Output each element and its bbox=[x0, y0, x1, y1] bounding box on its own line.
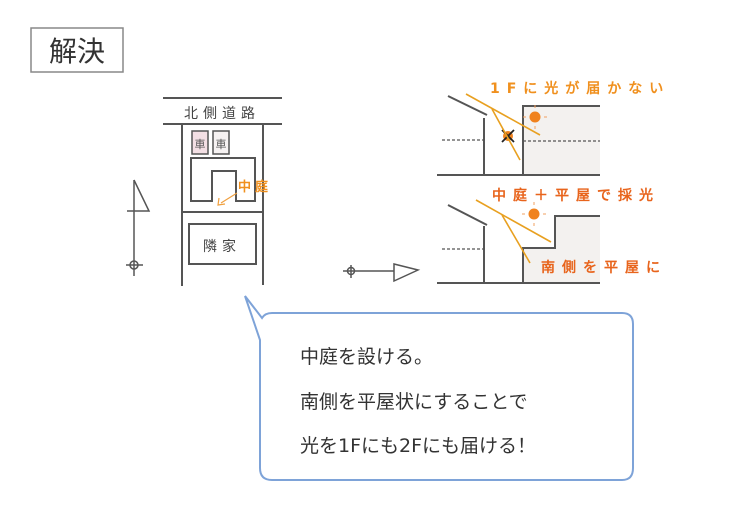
sun-icon bbox=[523, 105, 547, 129]
site-plan bbox=[163, 97, 282, 286]
north-arrow-icon bbox=[126, 179, 151, 276]
light-rays bbox=[475, 199, 552, 264]
north-arrow-icon-2 bbox=[343, 263, 421, 283]
bubble-line-1: 中庭を設ける。 bbox=[300, 346, 433, 368]
title-box: 解決 bbox=[30, 27, 124, 73]
car-2 bbox=[212, 130, 230, 155]
speech-bubble bbox=[244, 295, 634, 481]
car-1 bbox=[191, 130, 209, 155]
bubble-line-2: 南側を平屋状にすることで bbox=[300, 391, 528, 413]
title: 解決 bbox=[49, 35, 105, 68]
car-label-1: 車 bbox=[195, 137, 206, 151]
section-bottom-caption: 中庭＋平屋で採光 bbox=[492, 187, 660, 204]
road-label: 北側道路 bbox=[184, 106, 260, 122]
section-bottom-note: 南側を平屋に bbox=[541, 259, 667, 276]
car-label-2: 車 bbox=[216, 137, 227, 151]
light-rays bbox=[465, 93, 541, 161]
sun-icon bbox=[522, 202, 546, 226]
bubble-line-3: 光を1Fにも2Fにも届ける！ bbox=[300, 435, 536, 457]
courtyard-arrow bbox=[217, 192, 238, 206]
neighbor-house bbox=[188, 223, 257, 265]
courtyard-label: 中庭 bbox=[238, 179, 272, 195]
section-bottom: 中庭＋平屋で採光 南側を平屋に bbox=[437, 187, 667, 284]
house-outline bbox=[190, 157, 256, 202]
neighbor-label: 隣家 bbox=[203, 238, 241, 255]
section-top: 1Fに光が届かない bbox=[437, 80, 670, 176]
section-top-caption: 1Fに光が届かない bbox=[490, 80, 670, 97]
